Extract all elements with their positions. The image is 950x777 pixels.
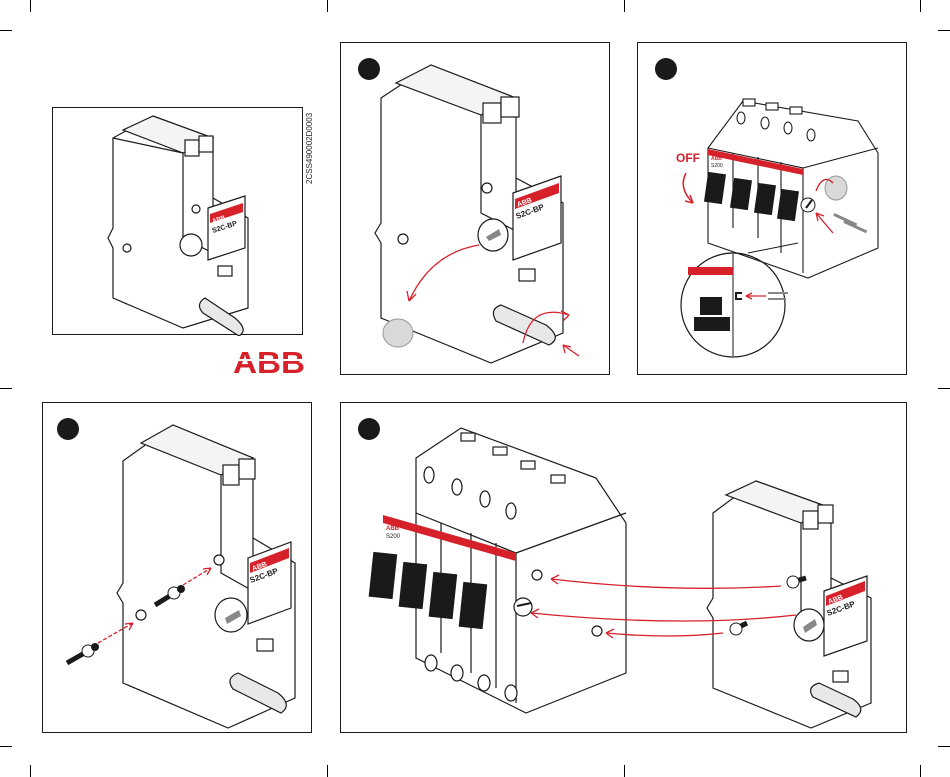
crop-mark (0, 30, 12, 31)
document-id: 2CSS490002D0003 (305, 104, 319, 184)
panel-step-3: ABB S2C-BP (42, 402, 312, 733)
panel-step-2: ABB S200 OFF (637, 42, 907, 375)
step-3-illustration: ABB S2C-BP (43, 403, 313, 734)
crop-mark (30, 0, 31, 12)
crop-mark (624, 765, 625, 777)
crop-mark (0, 746, 12, 747)
panel-step-4: ABB S200 ABB S2C-BP (340, 402, 907, 733)
breaker-model: S200 (711, 163, 723, 169)
step-4-illustration: ABB S200 ABB S2C-BP (341, 403, 908, 734)
panel-step-1: ABB S2C-BP (340, 42, 610, 375)
crop-mark (327, 765, 328, 777)
crop-mark (624, 0, 625, 12)
screw-icon (67, 643, 99, 663)
breaker-brand-4: ABB (386, 526, 400, 532)
removed-cap (383, 319, 413, 347)
breaker-brand: ABB (711, 156, 722, 162)
crop-mark (938, 30, 950, 31)
panel-product: ABB S2C-BP (52, 107, 303, 335)
breaker-model-4: S200 (386, 534, 401, 540)
crop-mark (327, 0, 328, 12)
abb-logo: ABB (233, 346, 305, 376)
crop-mark (920, 0, 921, 12)
crop-mark (938, 746, 950, 747)
step-2-illustration: ABB S200 OFF (638, 43, 908, 376)
off-label: OFF (676, 151, 700, 165)
step-1-illustration: ABB S2C-BP (341, 43, 611, 376)
crop-mark (920, 765, 921, 777)
crop-mark (0, 388, 12, 389)
crop-mark (30, 765, 31, 777)
crop-mark (938, 388, 950, 389)
product-illustration: ABB S2C-BP (53, 108, 304, 336)
